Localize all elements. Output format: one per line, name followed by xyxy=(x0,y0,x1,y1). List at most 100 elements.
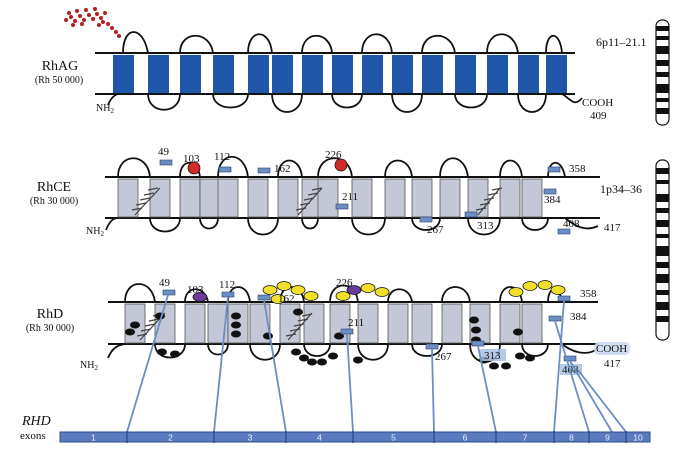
residue-marker xyxy=(548,315,562,322)
transmembrane-segment xyxy=(392,55,413,93)
transmembrane-segment xyxy=(467,178,489,218)
rhag-name: RhAG xyxy=(42,59,79,74)
transmembrane-segment xyxy=(411,303,433,344)
rhag-c-terminus: COOH xyxy=(582,97,613,109)
rhd-helix-icon xyxy=(136,312,166,341)
rhce-extracellular-loops xyxy=(117,155,566,178)
residue-marker xyxy=(547,166,561,173)
exon-number: 9 xyxy=(605,433,610,443)
transmembrane-segment xyxy=(411,178,433,218)
rhce-n-terminus-tail xyxy=(105,217,119,231)
rhce-residue-label: 267 xyxy=(427,224,444,236)
residue-marker xyxy=(257,294,271,301)
exon-number: 10 xyxy=(633,433,643,443)
exons-label: exons xyxy=(20,430,46,442)
rhd-c-terminus-tail xyxy=(561,343,597,354)
transmembrane-segment xyxy=(332,55,353,93)
residue-marker xyxy=(159,159,173,166)
rhce-helix-icon xyxy=(131,187,161,216)
exon-bar xyxy=(59,431,651,443)
rhag-n-terminus: NH2 xyxy=(96,103,114,115)
rhd-n-terminus-tail xyxy=(107,343,126,359)
exon-boundary-lines xyxy=(126,294,627,433)
rhd-name: RhD xyxy=(37,307,63,322)
rhce-protein: 49 103 112 162 226 211 358 384 267 313 4… xyxy=(30,146,642,238)
transmembrane-segment xyxy=(149,178,171,218)
transmembrane-segment xyxy=(217,178,239,218)
transmembrane-segment xyxy=(357,303,379,344)
transmembrane-segment xyxy=(154,303,176,344)
transmembrane-segment xyxy=(521,303,543,344)
transmembrane-segment xyxy=(180,55,201,93)
transmembrane-segment xyxy=(469,303,491,344)
exon-number: 1 xyxy=(91,433,96,443)
rhd-residue-label: 267 xyxy=(435,351,452,363)
exon-number: 5 xyxy=(391,433,396,443)
rhd-extracellular-residues xyxy=(262,280,566,304)
rhce-residue-label: 162 xyxy=(274,163,291,175)
transmembrane-segment xyxy=(277,178,299,218)
rhag-locus: 6p11–21.1 xyxy=(596,35,647,49)
rhce-residue-label: 313 xyxy=(477,220,494,232)
rhag-transmembrane-segments xyxy=(113,55,567,93)
polymorphic-residue-marker xyxy=(334,158,348,172)
transmembrane-segment xyxy=(179,178,201,218)
residue-marker xyxy=(425,343,439,350)
transmembrane-segment xyxy=(303,303,325,344)
rhce-residue-label: 49 xyxy=(158,146,170,158)
rhd-residue-label: 49 xyxy=(159,277,171,289)
residue-highlight xyxy=(480,349,506,361)
rhd-protein: 49 103 112 162 226 211 358 384 267 313 4… xyxy=(26,277,630,376)
rhce-locus: 1p34–36 xyxy=(600,182,642,196)
rhd-transmembrane-segments xyxy=(124,303,543,344)
polymorphic-residue-marker xyxy=(187,161,201,175)
rhce-residue-label: 211 xyxy=(342,191,358,203)
exon-dividers xyxy=(126,431,627,443)
rhd-helix-icon xyxy=(285,312,313,341)
rhd-residue-label: 112 xyxy=(219,279,235,291)
rhce-c-terminus-position: 417 xyxy=(604,222,621,234)
residue-marker xyxy=(419,216,433,223)
rhag-n-terminus-tail xyxy=(107,92,124,106)
transmembrane-segment xyxy=(441,303,463,344)
rhce-residue-label: 358 xyxy=(569,163,586,175)
transmembrane-segment xyxy=(117,178,139,218)
transmembrane-segment xyxy=(148,55,169,93)
polymorphic-residue-marker xyxy=(346,285,362,295)
transmembrane-segment xyxy=(521,178,543,218)
rhce-intracellular-loops xyxy=(149,217,549,236)
residue-marker xyxy=(543,188,557,195)
glycan-chain-icon xyxy=(64,7,121,38)
transmembrane-segment xyxy=(362,55,383,93)
rhag-protein: RhAG (Rh 50 000) 6p11–21.1 NH2 COOH 409 xyxy=(35,7,647,122)
rhce-residue-label: 384 xyxy=(544,194,561,206)
rhce-c-terminus-tail xyxy=(564,217,599,230)
rhce-residue-label: 226 xyxy=(325,149,342,161)
rhce-helix-icon xyxy=(475,187,503,216)
transmembrane-segment xyxy=(455,55,476,93)
transmembrane-segment xyxy=(113,55,134,93)
transmembrane-segment xyxy=(518,55,539,93)
transmembrane-segment xyxy=(499,178,521,218)
exon-number: 7 xyxy=(523,433,528,443)
rhd-specific-residues xyxy=(125,308,535,370)
rhd-c-terminus: COOH xyxy=(596,343,627,355)
rhag-mass: (Rh 50 000) xyxy=(35,75,83,86)
residue-marker xyxy=(471,340,485,347)
transmembrane-segment xyxy=(387,303,409,344)
transmembrane-segment xyxy=(272,55,293,93)
residue-marker xyxy=(557,228,571,235)
rhce-residue-label: 408 xyxy=(563,218,580,230)
rhag-extracellular-loops xyxy=(122,31,563,54)
rhd-residue-label: 103 xyxy=(187,284,204,296)
transmembrane-segment xyxy=(499,303,521,344)
residue-marker xyxy=(557,295,571,302)
residue-marker xyxy=(464,211,478,218)
rhd-residue-label: 211 xyxy=(348,317,364,329)
transmembrane-segment xyxy=(439,178,461,218)
transmembrane-segment xyxy=(487,55,508,93)
rhd-mass: (Rh 30 000) xyxy=(26,323,74,334)
